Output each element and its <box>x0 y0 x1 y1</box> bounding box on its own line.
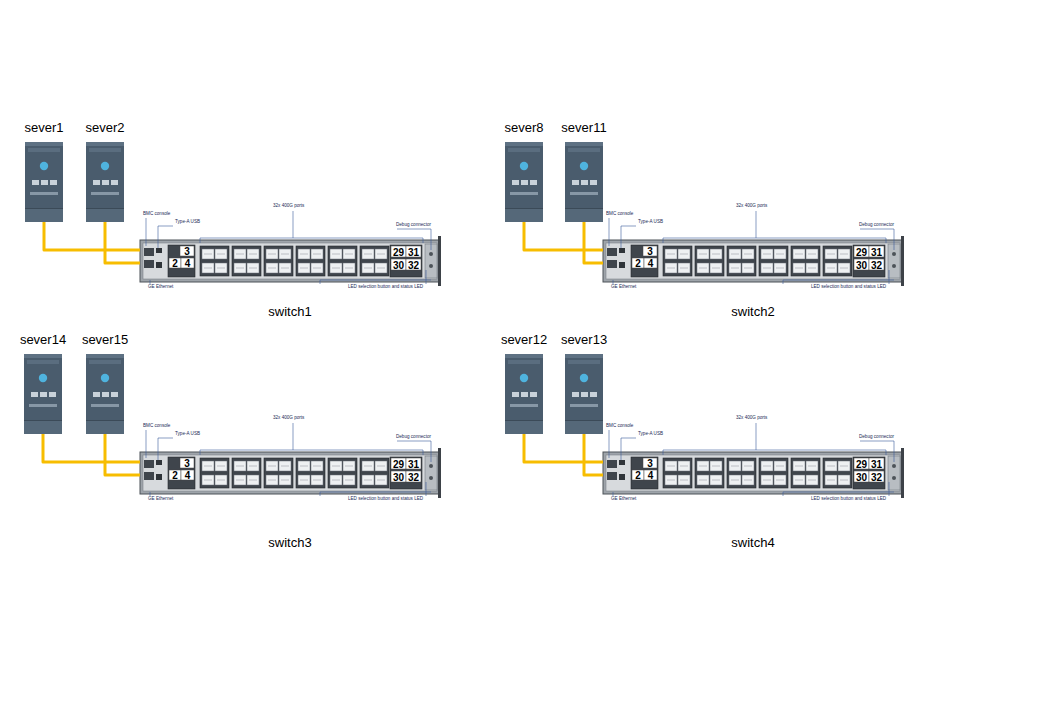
server-name: sever14 <box>0 332 88 348</box>
port-number: 31 <box>871 246 882 257</box>
callout-label: LED selection button and status LED <box>811 496 886 502</box>
server-icon <box>25 142 63 222</box>
port-number: 30 <box>393 259 404 270</box>
switch-name: switch3 <box>120 535 460 551</box>
callout-label: Debug connector <box>396 434 431 440</box>
network-cable <box>105 434 140 475</box>
port-number: 2 <box>172 470 178 481</box>
callout-label: BMC console <box>143 211 170 217</box>
callout-label: Type-A USB <box>638 431 663 437</box>
port-number: 30 <box>856 259 867 270</box>
port-number: 2 <box>172 258 178 269</box>
server-icon <box>565 142 603 222</box>
callout-label: GE Ethernet <box>148 284 173 290</box>
network-cable <box>524 222 603 250</box>
port-number: 29 <box>856 458 867 469</box>
port-number: 3 <box>184 246 190 257</box>
server-name: sever15 <box>60 332 150 348</box>
server-name: sever1 <box>0 120 89 136</box>
port-number: 3 <box>647 246 653 257</box>
port-number: 3 <box>647 458 653 469</box>
server-tower: sever1 <box>25 120 63 222</box>
network-cable <box>584 434 603 475</box>
callout-label: Type-A USB <box>175 219 200 225</box>
callout-label: Debug connector <box>859 434 894 440</box>
port-number: 32 <box>408 259 419 270</box>
port-number: 4 <box>185 258 191 269</box>
port-number: 31 <box>408 246 419 257</box>
server-icon <box>24 354 62 434</box>
callout-label: Type-A USB <box>175 431 200 437</box>
network-cable <box>43 434 140 462</box>
port-number: 29 <box>856 246 867 257</box>
callout-label: GE Ethernet <box>611 496 636 502</box>
port-number: 32 <box>871 471 882 482</box>
port-number: 3 <box>184 458 190 469</box>
port-number: 2 <box>635 470 641 481</box>
callout-label: 32x 400G ports <box>736 203 767 209</box>
callout-label: GE Ethernet <box>611 284 636 290</box>
server-icon <box>86 354 124 434</box>
server-tower: sever12 <box>505 332 543 434</box>
port-number: 4 <box>648 258 654 269</box>
port-number: 30 <box>856 471 867 482</box>
server-name: sever13 <box>539 332 629 348</box>
callout-label: Debug connector <box>396 222 431 228</box>
server-tower: sever2 <box>86 120 124 222</box>
server-icon <box>505 354 543 434</box>
switch-name: switch4 <box>583 535 923 551</box>
callout-label: BMC console <box>143 423 170 429</box>
callout-label: BMC console <box>606 211 633 217</box>
server-tower: sever14 <box>24 332 62 434</box>
server-tower: sever11 <box>565 120 603 222</box>
switch-name: switch2 <box>583 304 923 320</box>
callout-label: 32x 400G ports <box>273 415 304 421</box>
callout-label: LED selection button and status LED <box>348 496 423 502</box>
callout-label: LED selection button and status LED <box>348 284 423 290</box>
server-tower: sever8 <box>505 120 543 222</box>
server-tower: sever15 <box>86 332 124 434</box>
network-cable <box>105 222 140 263</box>
network-cable <box>524 434 603 462</box>
server-name: sever12 <box>479 332 569 348</box>
server-name: sever8 <box>479 120 569 136</box>
port-number: 4 <box>648 470 654 481</box>
port-number: 32 <box>871 259 882 270</box>
port-number: 31 <box>408 458 419 469</box>
network-cable <box>44 222 140 250</box>
server-icon <box>565 354 603 434</box>
switch-name: switch1 <box>120 304 460 320</box>
port-number: 29 <box>393 246 404 257</box>
callout-label: 32x 400G ports <box>273 203 304 209</box>
port-number: 32 <box>408 471 419 482</box>
server-name: sever11 <box>539 120 629 136</box>
port-number: 30 <box>393 471 404 482</box>
callout-label: Type-A USB <box>638 219 663 225</box>
callout-label: 32x 400G ports <box>736 415 767 421</box>
server-icon <box>505 142 543 222</box>
server-icon <box>86 142 124 222</box>
port-number: 4 <box>185 470 191 481</box>
port-number: 2 <box>635 258 641 269</box>
port-number: 31 <box>871 458 882 469</box>
callout-label: BMC console <box>606 423 633 429</box>
server-name: sever2 <box>60 120 150 136</box>
callout-label: GE Ethernet <box>148 496 173 502</box>
callout-label: LED selection button and status LED <box>811 284 886 290</box>
network-cable <box>584 222 603 263</box>
server-tower: sever13 <box>565 332 603 434</box>
port-number: 29 <box>393 458 404 469</box>
callout-label: Debug connector <box>859 222 894 228</box>
